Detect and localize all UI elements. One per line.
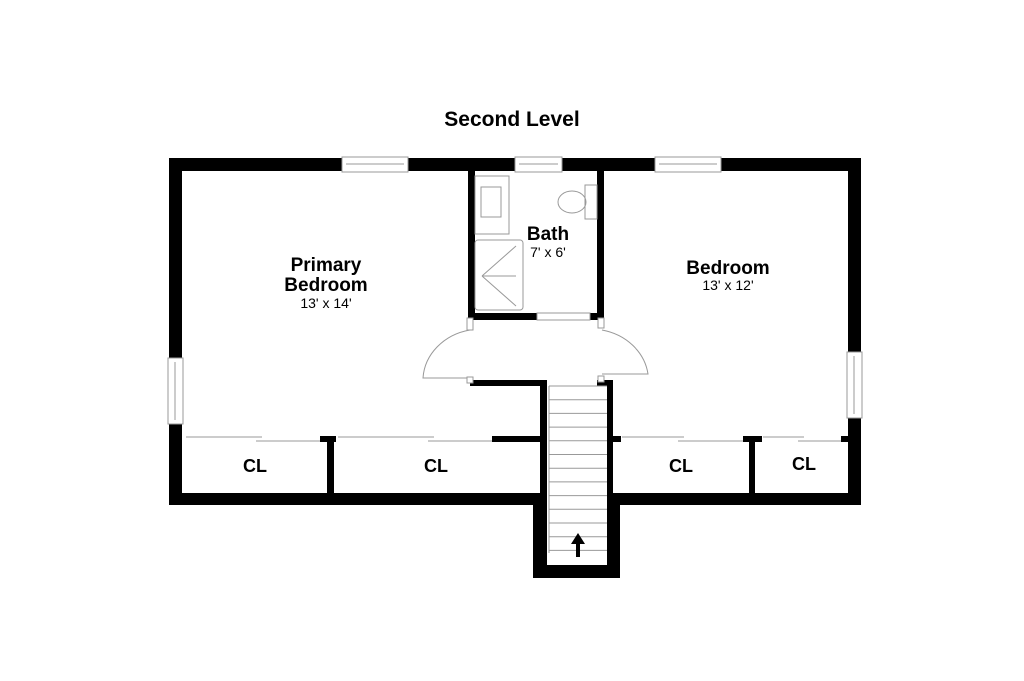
primary-bedroom-size: 13' x 14'	[300, 295, 351, 311]
bedroom-label: Bedroom	[686, 258, 769, 279]
bedroom-size: 13' x 12'	[702, 277, 753, 293]
bath-size: 7' x 6'	[530, 244, 566, 260]
exterior-walls	[169, 158, 861, 578]
bath-walls	[468, 171, 604, 321]
windows	[167, 156, 863, 425]
primary-bedroom-label: Primary	[291, 255, 362, 276]
bath-label: Bath	[527, 224, 569, 245]
toilet-tank	[584, 184, 598, 220]
sink-icon	[480, 186, 502, 218]
closet-label: CL	[424, 456, 448, 476]
shower-icon	[474, 239, 524, 311]
up-arrow-icon	[571, 533, 585, 557]
door-swing-left	[422, 329, 471, 379]
vanity	[474, 175, 510, 235]
primary-bedroom-label-2: Bedroom	[284, 275, 367, 296]
closet-label: CL	[669, 456, 693, 476]
plan-title: Second Level	[444, 108, 579, 131]
hall-and-stairs	[422, 317, 649, 557]
room-labels: Primary Bedroom 13' x 14' Bath 7' x 6' B…	[243, 224, 816, 476]
bath-fixtures	[474, 175, 598, 311]
stair-treads	[548, 385, 607, 553]
closet-label: CL	[243, 456, 267, 476]
door-swing-right	[601, 329, 649, 375]
sliding-doors	[186, 436, 841, 442]
closet-label: CL	[792, 454, 816, 474]
closet-walls	[186, 436, 848, 493]
toilet-icon	[557, 190, 587, 214]
